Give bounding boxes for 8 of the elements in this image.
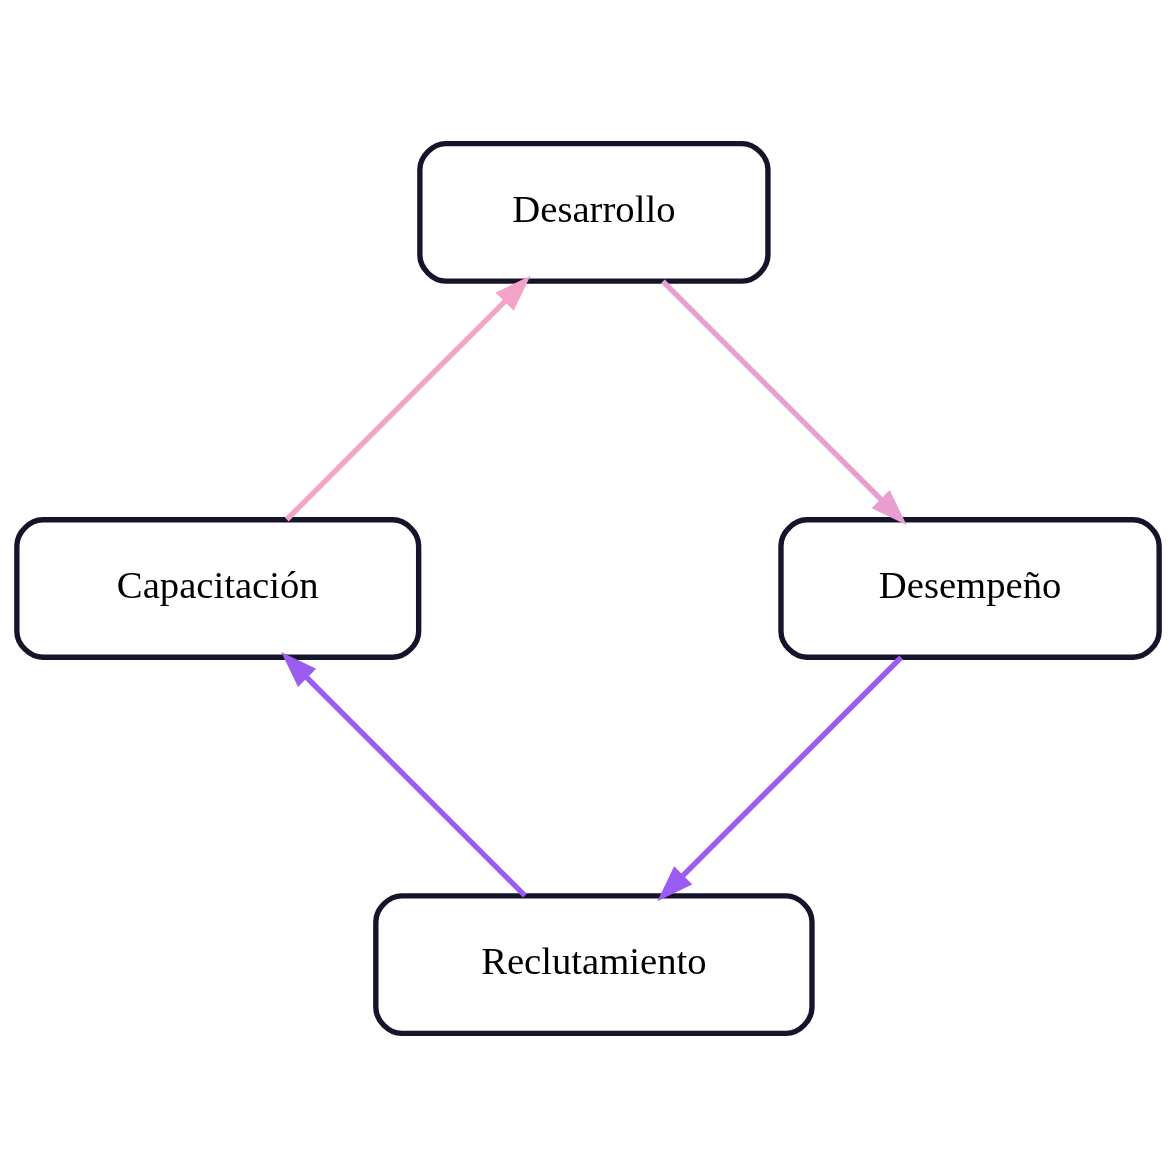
node-box: Desarrollo (417, 140, 771, 284)
arrow (281, 651, 527, 898)
node-box: Desempeño (778, 516, 1162, 660)
arrow (657, 655, 903, 901)
arrow (661, 278, 907, 525)
arrow (284, 275, 531, 521)
node-box: Capacitación (14, 516, 422, 660)
node-box: Reclutamiento (373, 892, 815, 1036)
